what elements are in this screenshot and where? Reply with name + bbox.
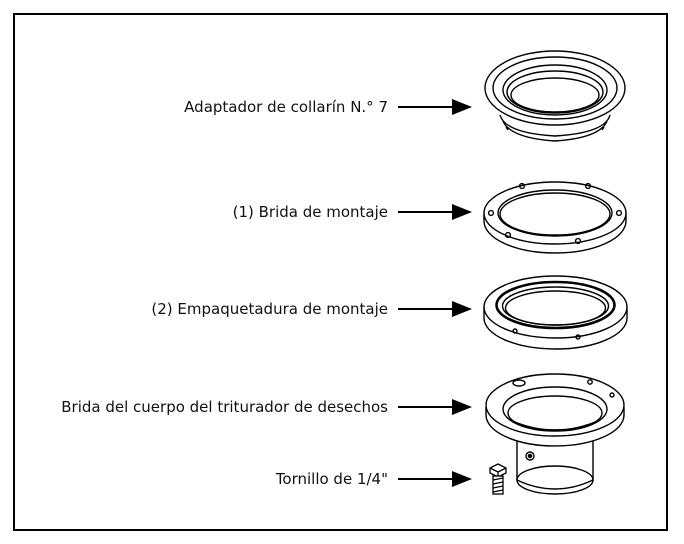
adapter-part	[484, 50, 626, 142]
label-disposer-flange: Brida del cuerpo del triturador de desec…	[61, 398, 388, 416]
label-mounting-flange: (1) Brida de montaje	[232, 203, 388, 221]
label-mounting-gasket: (2) Empaquetadura de montaje	[151, 300, 388, 318]
label-screw: Tornillo de 1/4"	[275, 470, 388, 488]
mounting-flange-part	[483, 181, 627, 254]
disposer-flange-part	[485, 373, 625, 495]
label-adapter: Adaptador de collarín N.° 7	[184, 98, 388, 116]
mounting-gasket-part	[483, 275, 628, 350]
screw-part	[489, 463, 507, 495]
